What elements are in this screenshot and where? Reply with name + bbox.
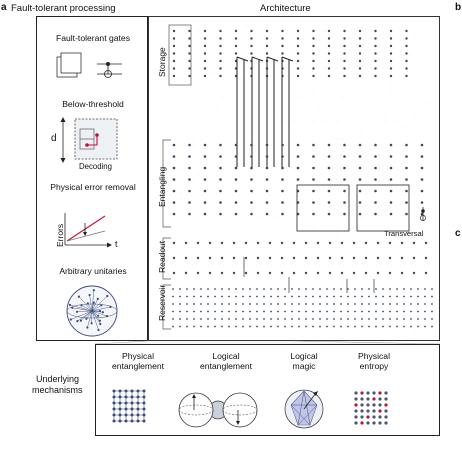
entanglement-node	[125, 414, 128, 417]
entanglement-node	[119, 408, 122, 411]
entanglement-node	[143, 390, 146, 393]
entanglement-node	[119, 396, 122, 399]
entropy-dot	[354, 415, 357, 418]
entropy-dot	[372, 421, 375, 424]
entanglement-node	[131, 408, 134, 411]
entropy-dot	[384, 421, 387, 424]
entanglement-node	[113, 396, 116, 399]
entanglement-node	[113, 420, 116, 423]
entropy-dot	[360, 391, 363, 394]
entanglement-node	[125, 396, 128, 399]
mechanisms-label: mechanisms	[32, 385, 83, 395]
entropy-dot	[378, 409, 381, 412]
entanglement-node	[137, 414, 140, 417]
entropy-dot	[372, 397, 375, 400]
entanglement-node	[113, 402, 116, 405]
entanglement-node	[143, 420, 146, 423]
entropy-dot	[354, 421, 357, 424]
entropy-dot	[360, 397, 363, 400]
entropy-dot	[384, 397, 387, 400]
entropy-dot	[372, 409, 375, 412]
entropy-dot	[366, 415, 369, 418]
entanglement-node	[125, 420, 128, 423]
entropy-dot	[372, 415, 375, 418]
entanglement-node	[137, 408, 140, 411]
entanglement-node	[131, 414, 134, 417]
entropy-dot	[378, 415, 381, 418]
entropy-dot	[354, 391, 357, 394]
entropy-dot	[354, 409, 357, 412]
entropy-dot	[366, 391, 369, 394]
underlying-label: Underlying	[36, 374, 79, 384]
entropy-dot	[366, 421, 369, 424]
entanglement-node	[143, 408, 146, 411]
entropy-dot	[354, 397, 357, 400]
entanglement-node	[125, 390, 128, 393]
entanglement-node	[113, 414, 116, 417]
mechanism-icons	[96, 345, 441, 437]
entropy-dot	[360, 415, 363, 418]
entanglement-node	[131, 390, 134, 393]
entropy-dot	[378, 421, 381, 424]
entropy-dot	[378, 391, 381, 394]
logical-magic-icon	[285, 390, 323, 428]
entropy-dot	[360, 409, 363, 412]
entanglement-node	[119, 420, 122, 423]
mechanisms-box: Physical entanglement Logical entangleme…	[95, 344, 440, 436]
entanglement-node	[137, 390, 140, 393]
entropy-dot	[372, 403, 375, 406]
entanglement-node	[131, 396, 134, 399]
entropy-dot	[378, 403, 381, 406]
entanglement-node	[143, 414, 146, 417]
entropy-dot	[384, 403, 387, 406]
entanglement-node	[143, 396, 146, 399]
entanglement-node	[143, 402, 146, 405]
entanglement-node	[137, 420, 140, 423]
entanglement-node	[119, 402, 122, 405]
entropy-dot	[360, 421, 363, 424]
logical-entanglement-icon	[179, 393, 257, 427]
entanglement-node	[131, 420, 134, 423]
entropy-dot	[354, 403, 357, 406]
entropy-dot	[384, 391, 387, 394]
entanglement-node	[131, 402, 134, 405]
entropy-dot	[366, 397, 369, 400]
entropy-dot	[360, 403, 363, 406]
entropy-dot	[378, 397, 381, 400]
entanglement-node	[119, 390, 122, 393]
entropy-dot	[366, 409, 369, 412]
entanglement-node	[119, 414, 122, 417]
entropy-dot	[384, 409, 387, 412]
entanglement-node	[113, 390, 116, 393]
entanglement-node	[137, 402, 140, 405]
entropy-dot	[372, 391, 375, 394]
entropy-dot	[384, 415, 387, 418]
entanglement-node	[125, 402, 128, 405]
entanglement-node	[125, 408, 128, 411]
entanglement-node	[137, 396, 140, 399]
entanglement-node	[113, 408, 116, 411]
entropy-dot	[366, 403, 369, 406]
